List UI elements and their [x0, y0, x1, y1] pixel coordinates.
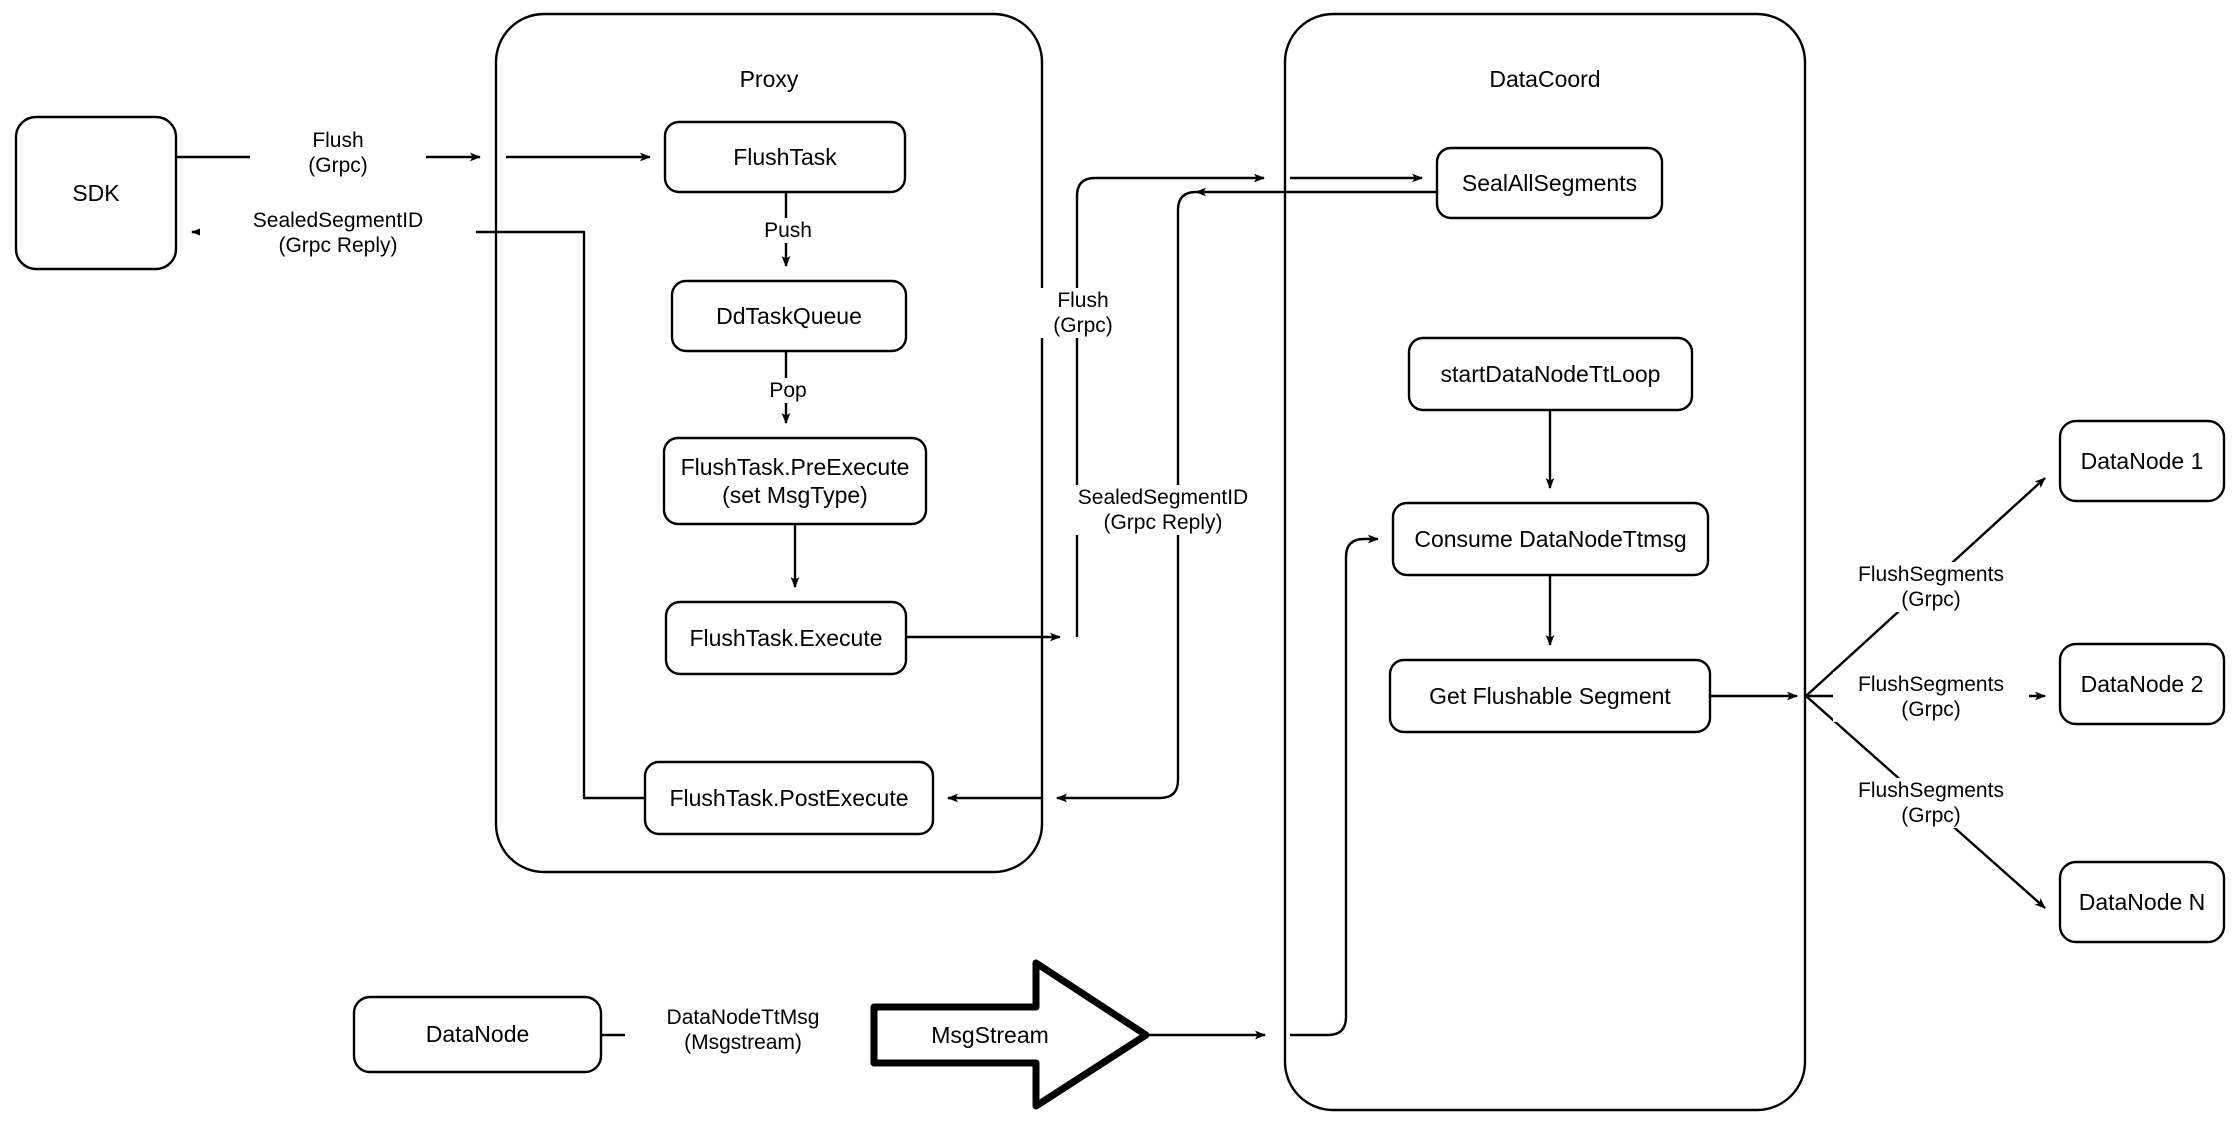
get-flushable-box	[1388, 658, 1712, 734]
proxy-container-title: Proxy	[739, 66, 799, 92]
edge-label-proxy-to-datacoord: Flush (Grpc)	[1025, 288, 1141, 339]
edge-label-datanode-tt-msg: DataNodeTtMsg (Msgstream)	[625, 1005, 861, 1056]
dd-task-queue-box	[670, 279, 908, 353]
sdk-box	[14, 115, 178, 271]
consume-tt-msg-box	[1391, 501, 1710, 577]
edge-postexecute-to-left	[497, 230, 645, 800]
datanode-2-box	[2058, 642, 2226, 726]
datacoord-container	[1283, 12, 1807, 1112]
proxy-container	[494, 12, 1044, 874]
edge-flush-route-to-datacoord	[1075, 173, 1265, 637]
edge-label-flush-segments-n: FlushSegments (Grpc)	[1833, 778, 2029, 829]
edge-label-datacoord-to-proxy: SealedSegmentID (Grpc Reply)	[1045, 485, 1281, 536]
edge-label-flush-segments-1: FlushSegments (Grpc)	[1833, 562, 2029, 613]
post-execute-box	[643, 760, 935, 836]
msgstream-arrow-shape	[870, 959, 1150, 1110]
flush-task-box	[663, 120, 907, 194]
edge-label-sdk-to-proxy: Flush (Grpc)	[250, 128, 426, 179]
edge-reply-route-to-proxy	[1056, 190, 1197, 803]
seal-all-segments-box	[1435, 146, 1664, 220]
edge-label-push: Push	[730, 218, 846, 244]
edge-label-pop: Pop	[730, 378, 846, 404]
datanode-bottom-box	[352, 995, 603, 1074]
edge-label-flush-segments-2: FlushSegments (Grpc)	[1833, 672, 2029, 723]
pre-execute-box	[662, 436, 928, 526]
start-tt-loop-box	[1407, 336, 1694, 412]
execute-box	[664, 600, 908, 676]
edge-datacoord-inner-feed	[1290, 534, 1379, 1037]
datacoord-container-title: DataCoord	[1489, 66, 1601, 92]
datanode-n-box	[2058, 860, 2226, 944]
edge-label-proxy-to-sdk: SealedSegmentID (Grpc Reply)	[200, 208, 476, 259]
datanode-1-box	[2058, 419, 2226, 503]
